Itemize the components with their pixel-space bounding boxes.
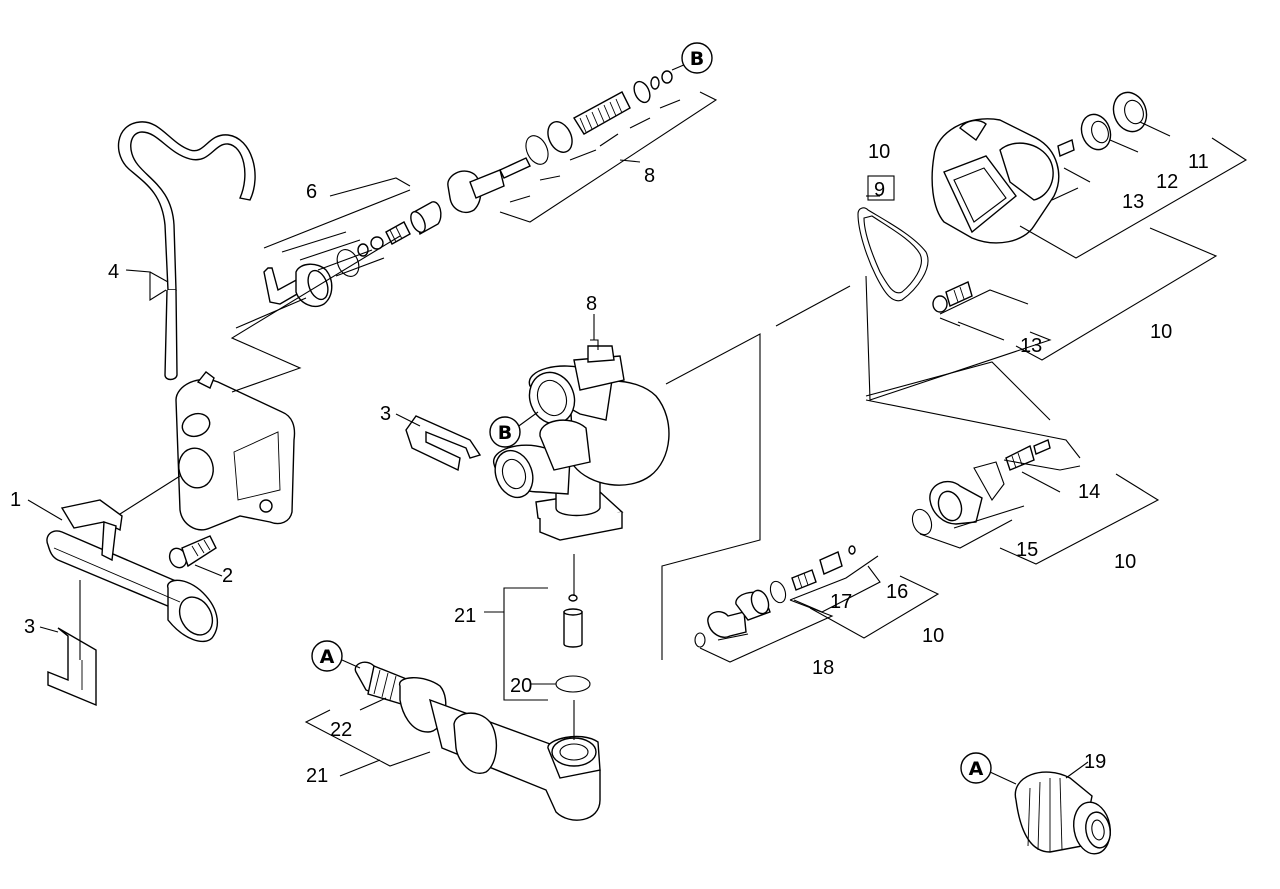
part-coupling-19 bbox=[1014, 771, 1111, 855]
ref-label-a-left: A bbox=[320, 646, 335, 668]
reference-marker-b-center: B bbox=[489, 416, 521, 448]
leader-lines bbox=[27, 63, 1248, 785]
part-clip-3-left bbox=[47, 627, 97, 707]
part-seal-9 bbox=[857, 207, 929, 302]
label-part-3-left: 3 bbox=[24, 616, 35, 638]
label-part-18: 18 bbox=[812, 657, 834, 679]
ref-label-b-top: B bbox=[690, 48, 704, 70]
part-valve-6 bbox=[263, 201, 442, 308]
label-part-13-top: 13 bbox=[1122, 191, 1144, 213]
label-part-10-right: 10 bbox=[1150, 321, 1172, 343]
part-valve-13-lower bbox=[932, 281, 973, 313]
part-housing-bracket bbox=[175, 371, 296, 531]
label-part-2: 2 bbox=[222, 565, 233, 587]
ref-label-a-right: A bbox=[969, 758, 984, 780]
reference-marker-a-right: A bbox=[960, 752, 992, 784]
label-part-16: 16 bbox=[886, 581, 908, 603]
part-lever-1 bbox=[46, 499, 219, 643]
part-valve-14-15 bbox=[911, 439, 1051, 536]
label-part-10-mid: 10 bbox=[1114, 551, 1136, 573]
label-part-1: 1 bbox=[10, 489, 21, 511]
part-pump-head-housing bbox=[931, 91, 1148, 244]
label-part-9: 9 bbox=[874, 179, 885, 201]
label-part-6: 6 bbox=[306, 181, 317, 203]
part-spring-assembly-8 bbox=[447, 70, 673, 214]
label-part-21-center: 21 bbox=[454, 605, 476, 627]
label-part-14: 14 bbox=[1078, 481, 1100, 503]
part-screw-2 bbox=[168, 535, 217, 569]
part-labels: 1 2 3 3 4 6 8 8 9 10 10 10 10 11 12 13 1… bbox=[10, 141, 1209, 787]
part-hose-4 bbox=[117, 121, 256, 381]
ref-label-b-center: B bbox=[498, 422, 512, 444]
part-valve-body-center bbox=[493, 345, 670, 541]
label-part-21-bottom: 21 bbox=[306, 765, 328, 787]
label-part-8-center: 8 bbox=[586, 293, 597, 315]
part-clip-3-center bbox=[405, 415, 482, 472]
label-part-4: 4 bbox=[108, 261, 119, 283]
label-part-22: 22 bbox=[330, 719, 352, 741]
part-valve-16-17-18 bbox=[694, 545, 856, 648]
label-part-20: 20 bbox=[510, 675, 532, 697]
label-part-10-lower: 10 bbox=[922, 625, 944, 647]
label-part-13-lower: 13 bbox=[1020, 335, 1042, 357]
label-part-8-top: 8 bbox=[644, 165, 655, 187]
label-part-10-top: 10 bbox=[868, 141, 890, 163]
label-part-15: 15 bbox=[1016, 539, 1038, 561]
label-part-17: 17 bbox=[830, 591, 852, 613]
part-pipe-21-22 bbox=[354, 661, 601, 821]
label-part-11: 11 bbox=[1188, 151, 1209, 173]
reference-marker-b-top: B bbox=[681, 42, 713, 74]
label-part-12: 12 bbox=[1156, 171, 1178, 193]
part-nozzle-20-21 bbox=[555, 594, 591, 693]
label-part-3-center: 3 bbox=[380, 403, 391, 425]
label-part-19: 19 bbox=[1084, 751, 1106, 773]
reference-marker-a-left: A bbox=[311, 640, 343, 672]
